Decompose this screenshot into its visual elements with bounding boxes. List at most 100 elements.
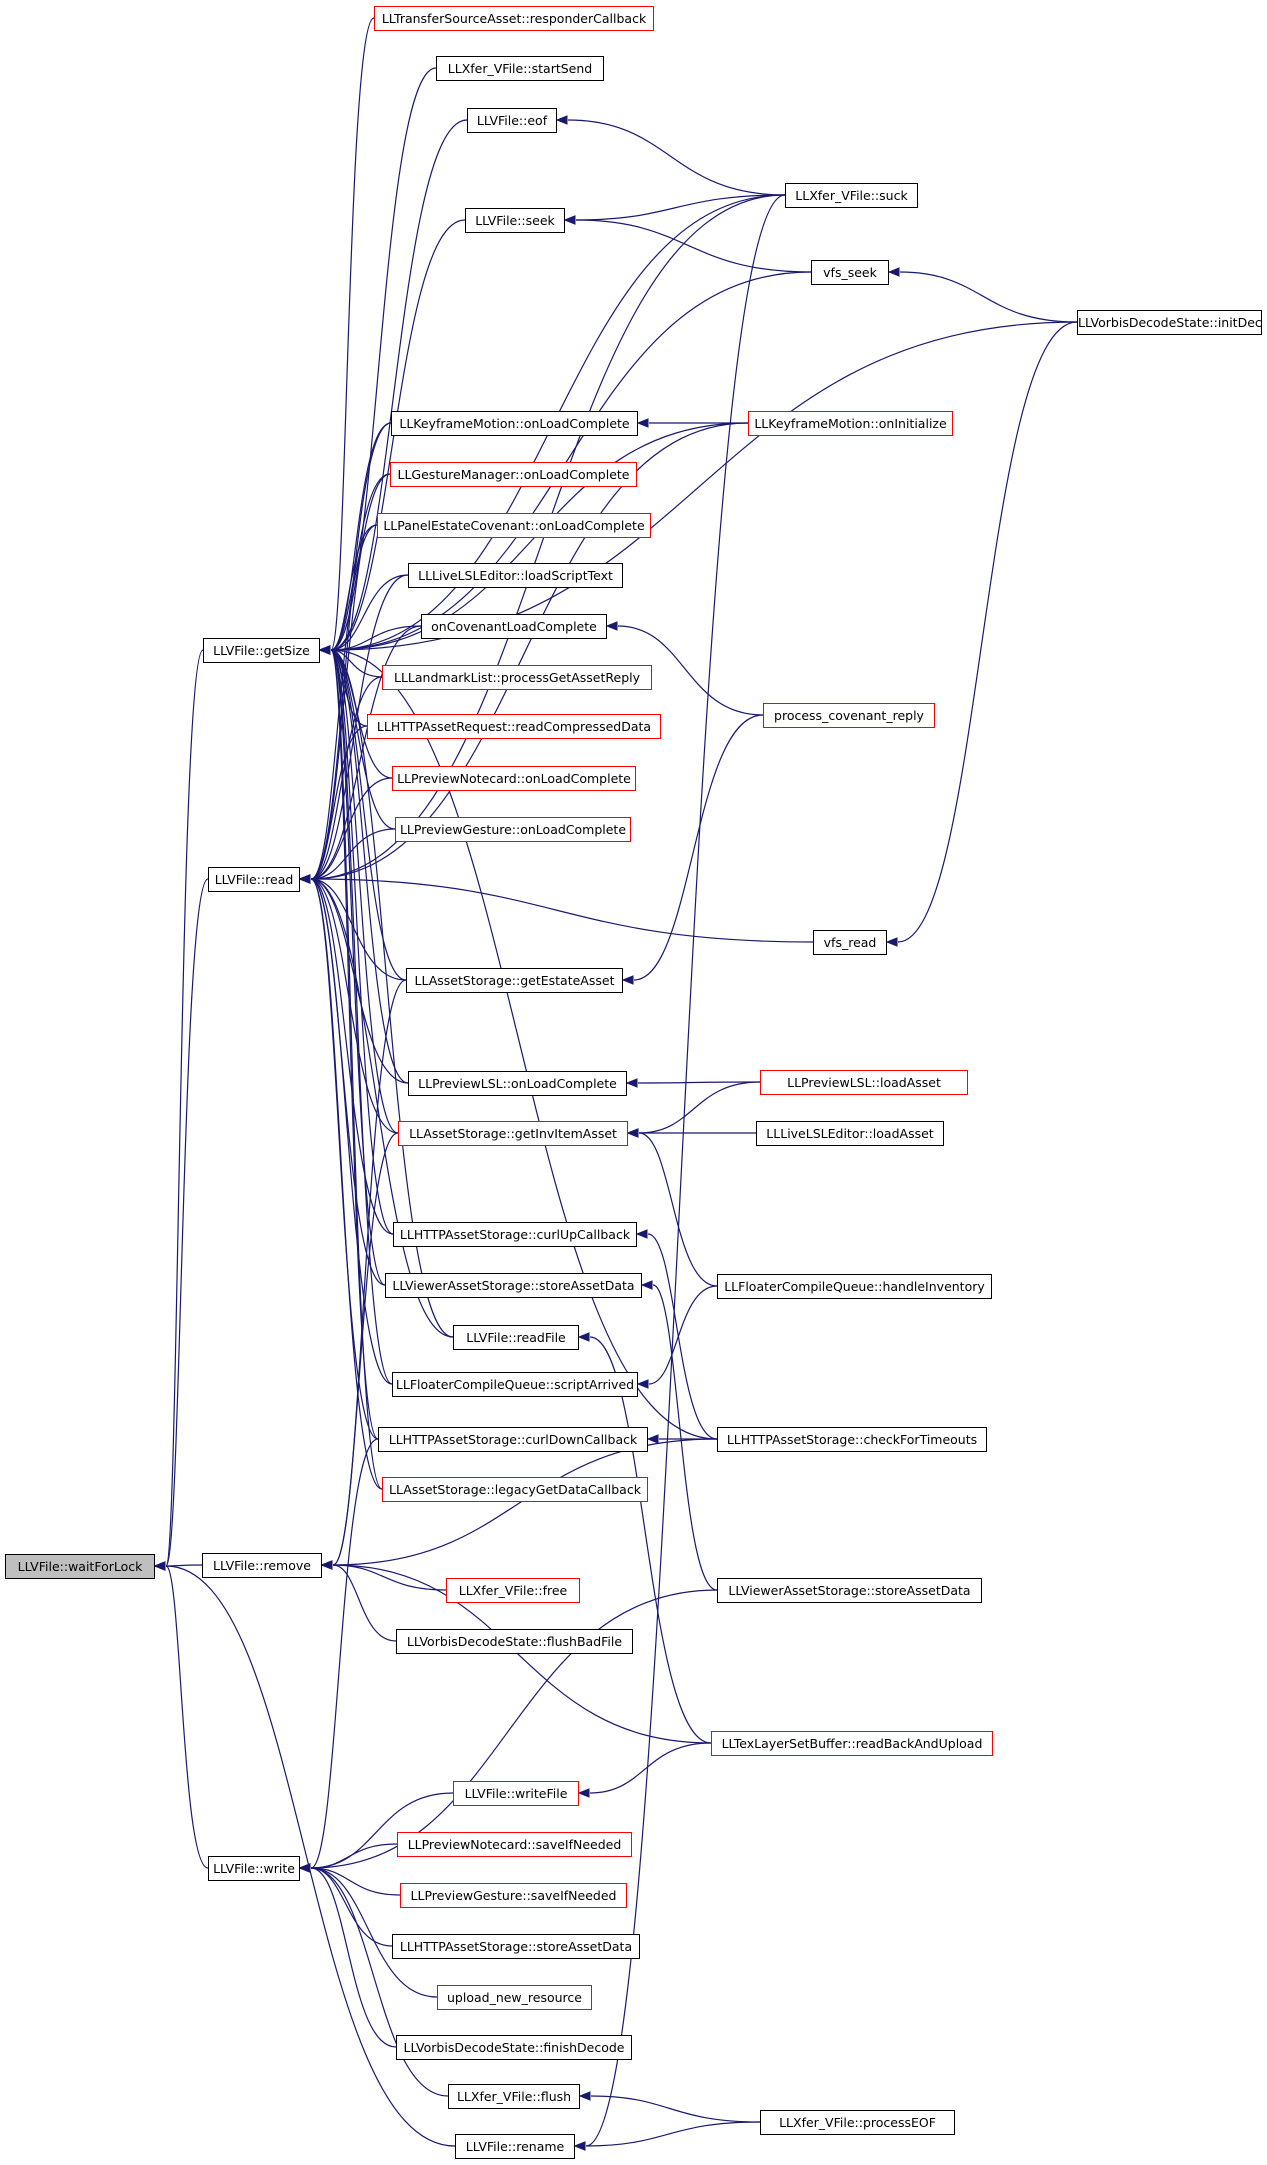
node-init-decode[interactable]: LLVorbisDecodeState::initDecode — [1077, 309, 1262, 335]
node-on-covenant[interactable]: onCovenantLoadComplete — [421, 613, 607, 639]
node-xfer-free[interactable]: LLXfer_VFile::free — [446, 1577, 580, 1603]
node-script-arrived[interactable]: LLFloaterCompileQueue::scriptArrived — [392, 1371, 638, 1397]
edge-eof-suck — [567, 119, 786, 196]
node-read-file[interactable]: LLVFile::readFile — [453, 1324, 579, 1350]
node-lsl-on-load[interactable]: LLPreviewLSL::onLoadComplete — [408, 1070, 627, 1096]
node-notecard-on-load[interactable]: LLPreviewNotecard::onLoadComplete — [392, 765, 636, 791]
edge-read-panelEstate — [310, 524, 378, 880]
edge-getInvItem-handleInventory — [638, 1132, 718, 1287]
node-legacy-get-data[interactable]: LLAssetStorage::legacyGetDataCallback — [382, 1476, 648, 1502]
node-curl-up[interactable]: LLHTTPAssetStorage::curlUpCallback — [393, 1221, 637, 1247]
edge-read-curlUp — [310, 878, 394, 1235]
edge-read-gestureOnLoad — [310, 828, 396, 880]
node-gesture-mgr[interactable]: LLGestureManager::onLoadComplete — [390, 461, 637, 487]
node-process-e-o-f[interactable]: LLXfer_VFile::processEOF — [760, 2109, 955, 2135]
node-vfs-read[interactable]: vfs_read — [813, 929, 887, 955]
node-get-inv-item[interactable]: LLAssetStorage::getInvItemAsset — [398, 1120, 628, 1146]
node-wait-for-lock[interactable]: LLVFile::waitForLock — [5, 1553, 155, 1579]
edge-viewerStore1-viewerStore2 — [652, 1284, 718, 1591]
arrowhead — [885, 937, 898, 947]
node-check-timeouts[interactable]: LLHTTPAssetStorage::checkForTimeouts — [717, 1426, 987, 1452]
arrowhead — [636, 418, 649, 428]
node-write-file[interactable]: LLVFile::writeFile — [453, 1780, 579, 1806]
node-live-lsl-load-asset[interactable]: LLLiveLSLEditor::loadAsset — [756, 1120, 944, 1146]
node-http-read-compressed[interactable]: LLHTTPAssetRequest::readCompressedData — [367, 713, 661, 739]
node-http-store[interactable]: LLHTTPAssetStorage::storeAssetData — [392, 1933, 640, 1959]
edge-write-uploadNew — [310, 1867, 438, 1998]
node-gesture-on-load[interactable]: LLPreviewGesture::onLoadComplete — [395, 816, 631, 842]
node-seek[interactable]: LLVFile::seek — [465, 207, 565, 233]
node-lsl-load-asset[interactable]: LLPreviewLSL::loadAsset — [760, 1069, 968, 1095]
edge-read-lslOnLoad — [310, 878, 409, 1084]
arrowhead — [298, 1863, 311, 1873]
arrowhead — [626, 1128, 639, 1138]
arrowhead — [646, 1434, 659, 1444]
node-rename[interactable]: LLVFile::rename — [455, 2133, 575, 2159]
edge-getSize-checkTimeouts — [330, 649, 718, 1440]
node-vfs-seek[interactable]: vfs_seek — [811, 259, 889, 285]
arrowhead — [577, 1788, 590, 1798]
node-curl-down[interactable]: LLHTTPAssetStorage::curlDownCallback — [378, 1426, 648, 1452]
node-panel-estate[interactable]: LLPanelEstateCovenant::onLoadComplete — [377, 512, 651, 538]
edge-read-notecardOnLoad — [310, 777, 393, 880]
node-kf-on-load[interactable]: LLKeyframeMotion::onLoadComplete — [391, 410, 638, 436]
node-xfer-flush[interactable]: LLXfer_VFile::flush — [448, 2083, 580, 2109]
arrowhead — [318, 645, 331, 655]
edge-read-liveLslLoadScript — [310, 574, 409, 880]
node-live-lsl-load-script[interactable]: LLLiveLSLEditor::loadScriptText — [408, 562, 623, 588]
node-gesture-save[interactable]: LLPreviewGesture::saveIfNeeded — [400, 1882, 627, 1908]
edge-write-notecardSave — [310, 1843, 398, 1869]
node-flush-bad-file[interactable]: LLVorbisDecodeState::flushBadFile — [396, 1628, 633, 1654]
edge-getSize-curlUp — [330, 649, 394, 1235]
node-get-size[interactable]: LLVFile::getSize — [203, 637, 320, 663]
edge-getSize-curlDown — [330, 649, 379, 1440]
edge-lslOnLoad-lslLoadAsset — [637, 1081, 761, 1084]
edge-curlUp-checkTimeouts — [647, 1233, 718, 1440]
node-get-estate-asset[interactable]: LLAssetStorage::getEstateAsset — [406, 967, 623, 993]
edge-waitForLock-rename — [165, 1565, 456, 2147]
node-responder-callback[interactable]: LLTransferSourceAsset::responderCallback — [374, 5, 654, 31]
node-viewer-store1[interactable]: LLViewerAssetStorage::storeAssetData — [385, 1272, 642, 1298]
node-viewer-store2[interactable]: LLViewerAssetStorage::storeAssetData — [717, 1577, 982, 1603]
node-read[interactable]: LLVFile::read — [208, 866, 300, 892]
edge-onCovenant-processCovenant — [617, 625, 764, 716]
edge-remove-readBackUpload — [332, 1564, 712, 1744]
node-finish-decode[interactable]: LLVorbisDecodeState::finishDecode — [396, 2034, 632, 2060]
edge-getSize-getEstateAsset — [330, 649, 407, 981]
edge-readFile-readBackUpload — [589, 1336, 712, 1744]
node-kf-on-init[interactable]: LLKeyframeMotion::onInitialize — [748, 410, 953, 436]
edge-remove-flushBadFile — [332, 1564, 397, 1642]
arrowhead — [578, 2091, 591, 2101]
edge-write-finishDecode — [310, 1867, 397, 2048]
arrowhead — [153, 1561, 166, 1571]
edge-write-gestureSave — [310, 1867, 401, 1896]
edge-write-curlDown — [310, 1438, 379, 1869]
node-landmark-list[interactable]: LLLandmarkList::processGetAssetReply — [382, 664, 652, 690]
node-eof[interactable]: LLVFile::eof — [467, 107, 557, 133]
edge-read-legacyGetData — [310, 878, 383, 1490]
node-remove[interactable]: LLVFile::remove — [202, 1552, 322, 1578]
node-suck[interactable]: LLXfer_VFile::suck — [785, 182, 918, 208]
edge-read-landmarkList — [310, 676, 383, 880]
node-notecard-save[interactable]: LLPreviewNotecard::saveIfNeeded — [397, 1831, 632, 1857]
node-start-send[interactable]: LLXfer_VFile::startSend — [436, 55, 604, 81]
edge-getSize-responderCallback — [330, 17, 375, 651]
node-read-back-upload[interactable]: LLTexLayerSetBuffer::readBackAndUpload — [711, 1730, 993, 1756]
arrowhead — [555, 115, 568, 125]
arrowhead — [887, 267, 900, 277]
arrowhead — [625, 1078, 638, 1088]
edge-getSize-panelEstate — [330, 524, 378, 651]
edge-getEstateAsset-processCovenant — [633, 714, 764, 981]
edge-getSize-liveLslLoadScript — [330, 574, 409, 651]
edge-waitForLock-write — [165, 1565, 209, 1869]
node-handle-inventory[interactable]: LLFloaterCompileQueue::handleInventory — [717, 1273, 992, 1299]
node-write[interactable]: LLVFile::write — [208, 1855, 300, 1881]
arrowhead — [573, 2141, 586, 2151]
edge-write-viewerStore2 — [310, 1589, 718, 1869]
edge-seek-suck — [575, 194, 786, 221]
arrowhead — [635, 1229, 648, 1239]
node-upload-new[interactable]: upload_new_resource — [437, 1984, 592, 2010]
node-process-covenant[interactable]: process_covenant_reply — [763, 702, 935, 728]
edge-getSize-vfsSeek — [330, 271, 812, 651]
arrowhead — [636, 1379, 649, 1389]
